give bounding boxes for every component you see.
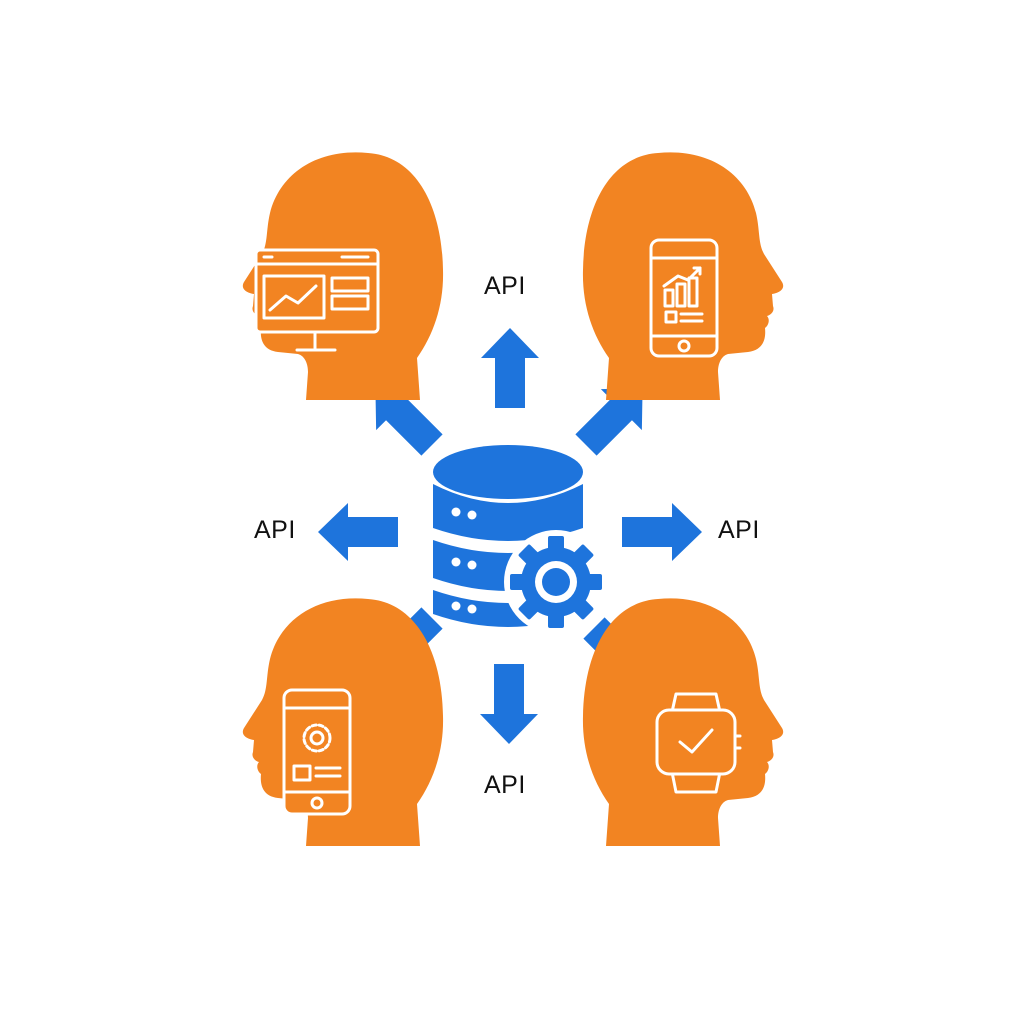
arrow-up [481, 328, 539, 408]
desktop-monitor-chart-icon [254, 248, 380, 352]
api-label-right: API [718, 516, 760, 544]
api-label-left: API [254, 516, 296, 544]
smartphone-gear-icon [282, 688, 352, 816]
api-label-bottom: API [484, 771, 526, 799]
smartphone-bar-chart-icon [649, 238, 719, 358]
arrow-left [318, 503, 398, 561]
arrow-down [480, 664, 538, 744]
gear-icon [504, 530, 608, 634]
database-gear-icon [433, 445, 608, 634]
head-bottom-left [242, 598, 444, 846]
api-label-top: API [484, 272, 526, 300]
arrow-right [622, 503, 702, 561]
head-bottom-right [582, 598, 784, 846]
head-top-right [582, 152, 784, 400]
head-top-left [242, 152, 444, 400]
smartwatch-check-icon [655, 692, 742, 794]
